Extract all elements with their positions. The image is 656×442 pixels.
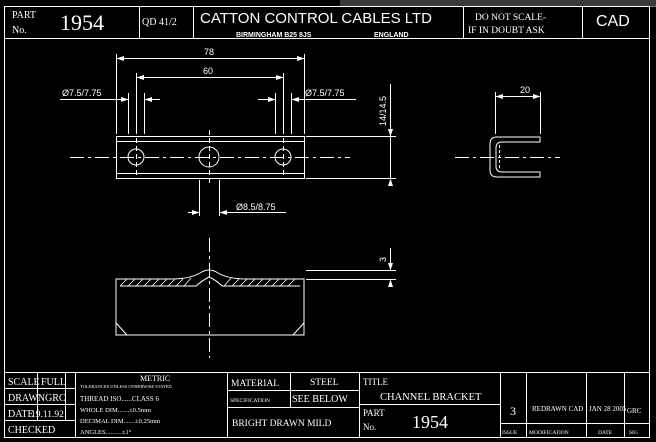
tb-part-label: PART	[363, 408, 385, 418]
dim-60-label: 60	[203, 66, 213, 76]
header-country: ENGLAND	[374, 32, 409, 39]
chamfer-line	[115, 322, 305, 336]
tb-metric: METRIC	[140, 374, 170, 383]
tb-scale-label: SCALE	[8, 377, 40, 388]
tb-drawn-value: GRC	[45, 393, 66, 404]
tb-title-label: TITLE	[363, 377, 388, 387]
dim-20-label: 20	[520, 85, 530, 95]
dim-hole-left-label: Ø7.5/7.75	[62, 88, 102, 98]
header-no-label: No.	[12, 25, 27, 36]
tb-sig-label: SIG	[629, 430, 638, 436]
tb-tolerance-note: TOLERANCES UNLESS OTHERWISE STATED	[80, 384, 172, 389]
tb-title-value: CHANNEL BRACKET	[380, 392, 482, 403]
header-cad: CAD	[596, 13, 630, 30]
drawing-frame	[4, 6, 650, 438]
tb-date-label: DATE	[8, 409, 34, 420]
arrowheads	[116, 56, 541, 287]
tb-finish: BRIGHT DRAWN MILD	[232, 419, 331, 429]
tb-part-number: 1954	[412, 412, 448, 432]
tb-mod-label: MODIFICATION	[529, 430, 569, 436]
tb-sig-value: GRC	[627, 407, 642, 415]
dim-center-hole-label: Ø8.5/8.75	[236, 202, 276, 212]
dim-hole-right-label: Ø7.5/7.75	[305, 88, 345, 98]
dim-3-label: 3	[378, 257, 388, 262]
tb-issue-value: 3	[510, 404, 516, 418]
bottom-profile-inner	[120, 276, 300, 287]
side-profile	[489, 136, 541, 178]
tb-drawn-label: DRAWN	[8, 393, 45, 404]
tb-date-value: 19.11.92	[31, 410, 64, 420]
tb-tol-decimal: DECIMAL DIM.......±0.25mm	[80, 418, 160, 425]
header-scale-note-2: IF IN DOUBT ASK	[468, 26, 545, 36]
tb-tol-whole: WHOLE DIM.......±0.5mm	[80, 407, 151, 414]
tb-mod-value: REDRAWN CAD	[532, 405, 583, 413]
tb-material-value: STEEL	[310, 378, 339, 388]
header-city: BIRMINGHAM B25 8JS	[236, 32, 312, 39]
header-company: CATTON CONTROL CABLES LTD	[200, 10, 432, 27]
tb-scale-value: FULL	[41, 377, 66, 388]
header-scale-note: DO NOT SCALE-	[475, 13, 546, 23]
tb-spec-label: SPECIFICATION	[230, 398, 270, 404]
header-part-label: PART	[12, 10, 36, 21]
tb-tol-thread: THREAD ISO......CLASS 6	[80, 395, 159, 403]
tb-no-label: No.	[363, 422, 376, 432]
dim-78-label: 78	[204, 47, 214, 57]
tb-material-label: MATERIAL	[231, 379, 279, 389]
header-qd: QD 41/2	[142, 17, 177, 28]
tb-date-label2: DATE	[598, 430, 613, 436]
tb-tol-angles: ANGLES..........±1°	[80, 429, 132, 436]
dim-height-label: 14/14.5	[378, 96, 388, 126]
bottom-profile	[115, 269, 305, 336]
tb-checked-label: CHECKED	[8, 425, 55, 436]
tb-issue-label: ISSUE	[502, 430, 518, 436]
section-hatch	[119, 277, 296, 287]
header-part-number: 1954	[60, 10, 104, 35]
tb-date-value2: JAN 28 2005	[589, 405, 627, 413]
tb-spec-value: SEE BELOW	[292, 394, 348, 405]
